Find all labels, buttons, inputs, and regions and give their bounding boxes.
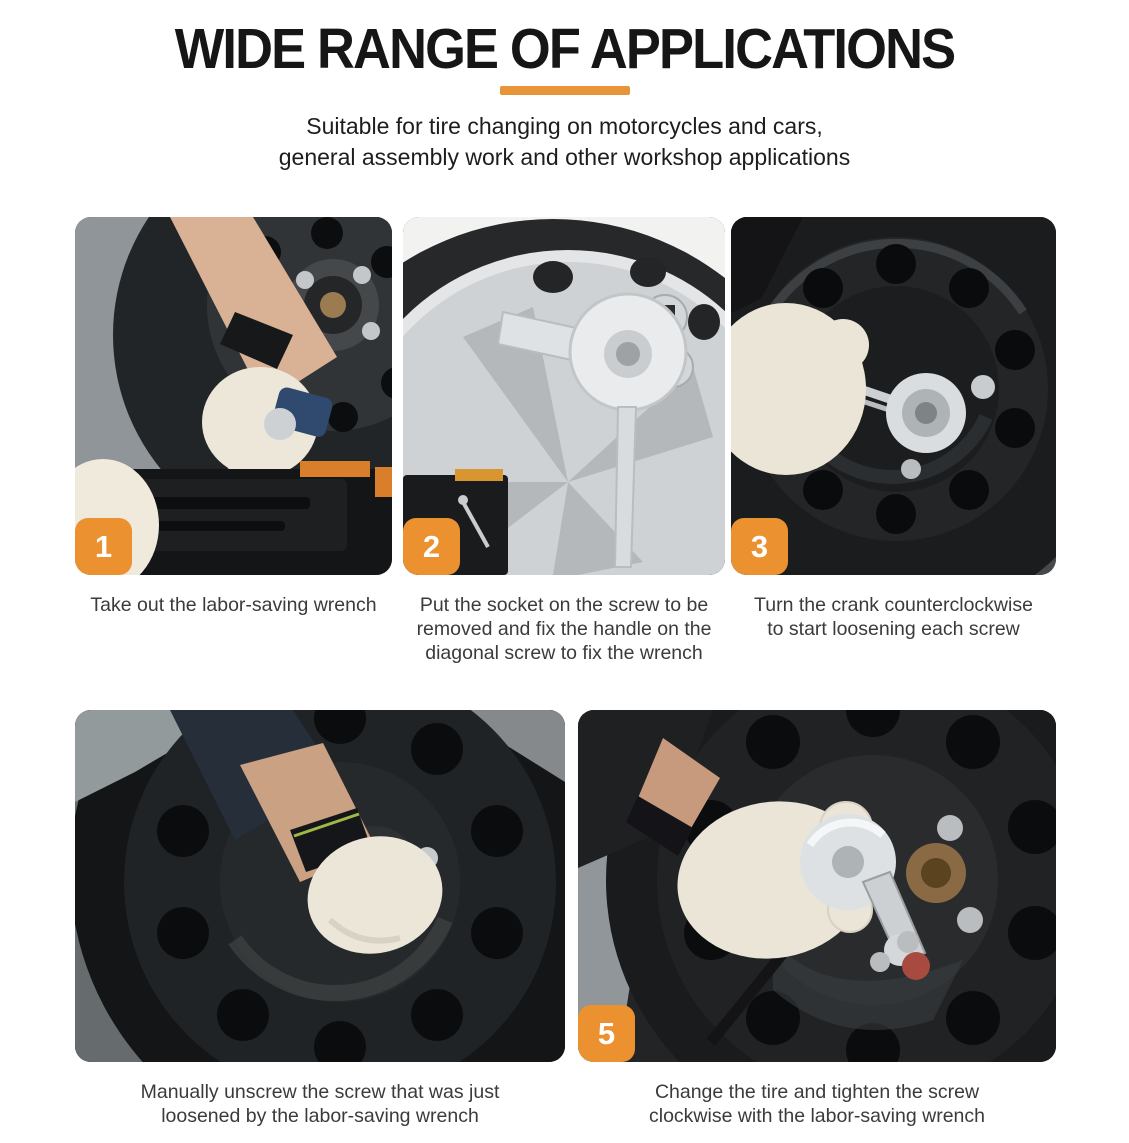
step-card-2: 2 Put the socket on the screw to be remo…: [403, 217, 725, 665]
step-photo-5: 5: [578, 710, 1056, 1062]
step-number-badge-2: 2: [403, 518, 460, 575]
step-caption-4: Manually unscrew the screw that was just…: [140, 1081, 500, 1127]
title-underline-bar: [499, 86, 630, 95]
step-number-badge-1: 1: [75, 518, 132, 575]
step-card-1: 1 Take out the labor-saving wrench: [75, 217, 392, 617]
step-caption-1: Take out the labor-saving wrench: [90, 594, 377, 616]
photo-manual-unscrew-scene: [75, 710, 565, 1062]
step-card-3: 3 Turn the crank counterclockwise to sta…: [731, 217, 1056, 641]
step-photo-1: 1: [75, 217, 392, 575]
step-photo-2: 2: [403, 217, 725, 575]
step-photo-4: [75, 710, 565, 1062]
photo-toolbox-wrench-scene: [75, 217, 392, 575]
step-number-badge-5: 5: [578, 1005, 635, 1062]
step-caption-2: Put the socket on the screw to be remove…: [416, 594, 712, 664]
step-caption-3: Turn the crank counterclockwise to start…: [754, 594, 1033, 640]
photo-alloy-wheel-wrench-scene: [403, 217, 725, 575]
step-photo-3: 3: [731, 217, 1056, 575]
step-caption-5: Change the tire and tighten the screw cl…: [649, 1081, 985, 1127]
step-card-5: 5 Change the tire and tighten the screw …: [578, 710, 1056, 1128]
subtitle-line-1: Suitable for tire changing on motorcycle…: [306, 113, 823, 139]
photo-steel-wheel-crank-scene: [731, 217, 1056, 575]
page-title: WIDE RANGE OF APPLICATIONS: [174, 17, 956, 81]
step-card-4: Manually unscrew the screw that was just…: [75, 710, 565, 1128]
photo-tighten-screw-scene: [578, 710, 1056, 1062]
subtitle: Suitable for tire changing on motorcycle…: [0, 111, 1129, 173]
step-number-badge-3: 3: [731, 518, 788, 575]
subtitle-line-2: general assembly work and other workshop…: [278, 144, 851, 170]
